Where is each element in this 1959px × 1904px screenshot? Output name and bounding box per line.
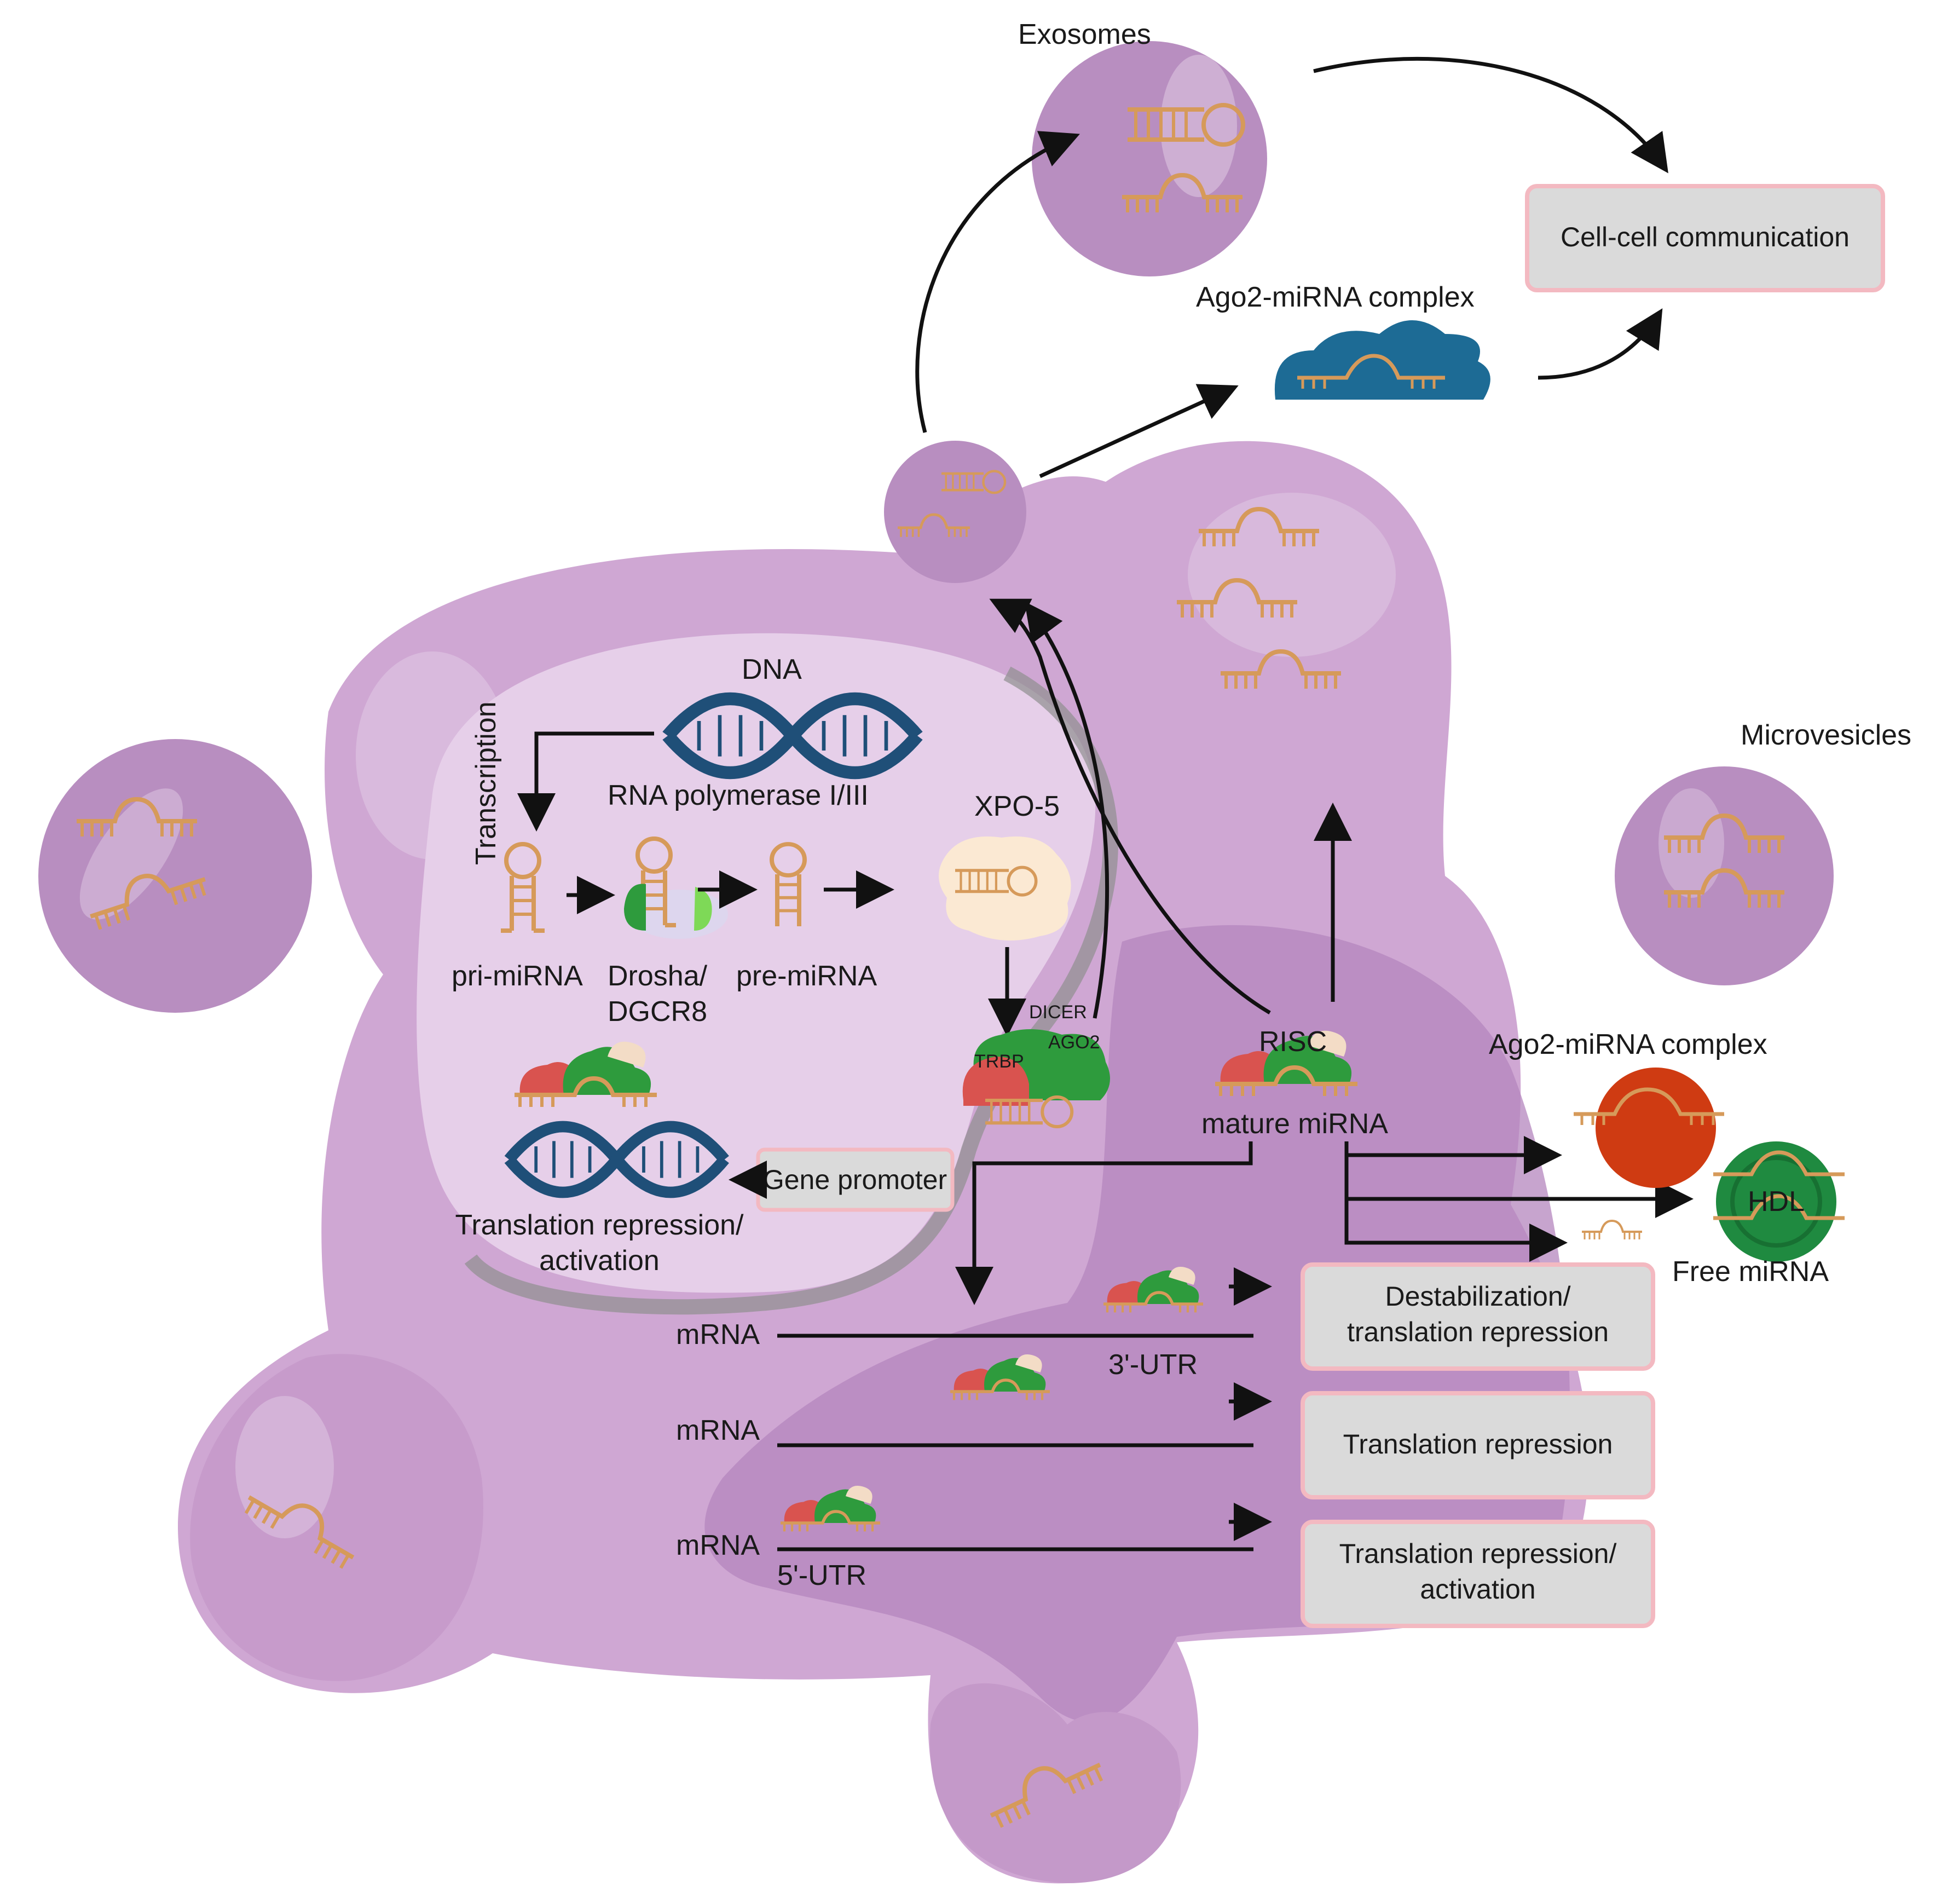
dna-label: DNA (742, 654, 802, 685)
dicer-label: DICER (1029, 1002, 1087, 1023)
free-mirna-label: Free miRNA (1672, 1256, 1829, 1288)
pri-mirna-label: pri-miRNA (452, 960, 583, 992)
transcription-label: Transcription (470, 701, 502, 865)
budding-vesicle (884, 441, 1026, 583)
trans-ra-text-2: activation (1420, 1574, 1535, 1605)
arrow-risc-mrna (955, 1141, 1253, 1305)
destab-text-2: translation repression (1347, 1317, 1609, 1347)
mrna-label-2: mRNA (676, 1415, 760, 1446)
trans-ra-box (1301, 1520, 1655, 1628)
pre-mirna-hairpin (770, 842, 807, 927)
trans-ra-text-1: Translation repression/ (1339, 1538, 1617, 1569)
left-vesicle (38, 739, 312, 1013)
destab-box (1301, 1262, 1655, 1371)
hdl-label: HDL (1748, 1186, 1805, 1218)
pre-mirna-label: pre-miRNA (736, 960, 877, 992)
hdl-particle (1713, 1141, 1845, 1262)
gene-promoter-text: Gene promoter (763, 1164, 947, 1195)
drosha-hairpin (624, 839, 728, 939)
arrow-exosome-to-comm (1313, 56, 1668, 174)
arrow-dicer-vesicle (1024, 601, 1109, 1019)
trans-rep-box (1301, 1391, 1655, 1499)
tra-label-1: Translation repression/ (455, 1209, 744, 1241)
exosome-top (1032, 41, 1267, 276)
mature-mirna-label: mature miRNA (1201, 1108, 1388, 1140)
arrow-to-exosome (915, 131, 1080, 433)
arrow-risc-vesicle (989, 598, 1271, 1015)
mrna-label-3: mRNA (676, 1530, 760, 1561)
arrow-to-ago2-top (1039, 384, 1239, 478)
arrow-transcription (517, 731, 654, 832)
ago2-label: AGO2 (1048, 1032, 1100, 1053)
ago2-right-label: Ago2-miRNA complex (1489, 1029, 1767, 1060)
arrow-ago2-to-comm (1538, 308, 1663, 380)
trbp-label: TRBP (974, 1051, 1024, 1072)
destab-text-1: Destabilization/ (1385, 1281, 1570, 1312)
cell-cell-text: Cell-cell communication (1561, 222, 1850, 252)
rna-pol-label: RNA polymerase I/III (608, 780, 869, 811)
xpo5-complex (939, 836, 1071, 941)
ago2-top-label: Ago2-miRNA complex (1196, 281, 1475, 313)
mrna-label-1: mRNA (676, 1319, 760, 1351)
ago2-complex-right (1574, 1068, 1724, 1188)
drosha-label-2: DGCR8 (608, 996, 707, 1028)
utr3-label: 3'-UTR (1108, 1349, 1198, 1381)
trans-rep-text: Translation repression (1343, 1429, 1613, 1459)
exosomes-label: Exosomes (1018, 19, 1151, 50)
drosha-label-1: Drosha/ (608, 960, 708, 992)
cell-cell-box (1525, 184, 1885, 292)
microvesicles-label: Microvesicles (1741, 719, 1911, 751)
dicer-complex (962, 1029, 1110, 1127)
utr5-label: 5'-UTR (777, 1560, 866, 1591)
arrow-to-free-mirna (1344, 1193, 1568, 1262)
ago2-complex-top (1274, 320, 1490, 400)
risc-label: RISC (1259, 1026, 1327, 1058)
xpo5-label: XPO-5 (974, 791, 1060, 822)
free-mirna-icon (1581, 1220, 1643, 1241)
microvesicle-right (1615, 766, 1834, 985)
tra-label-2: activation (539, 1245, 660, 1277)
